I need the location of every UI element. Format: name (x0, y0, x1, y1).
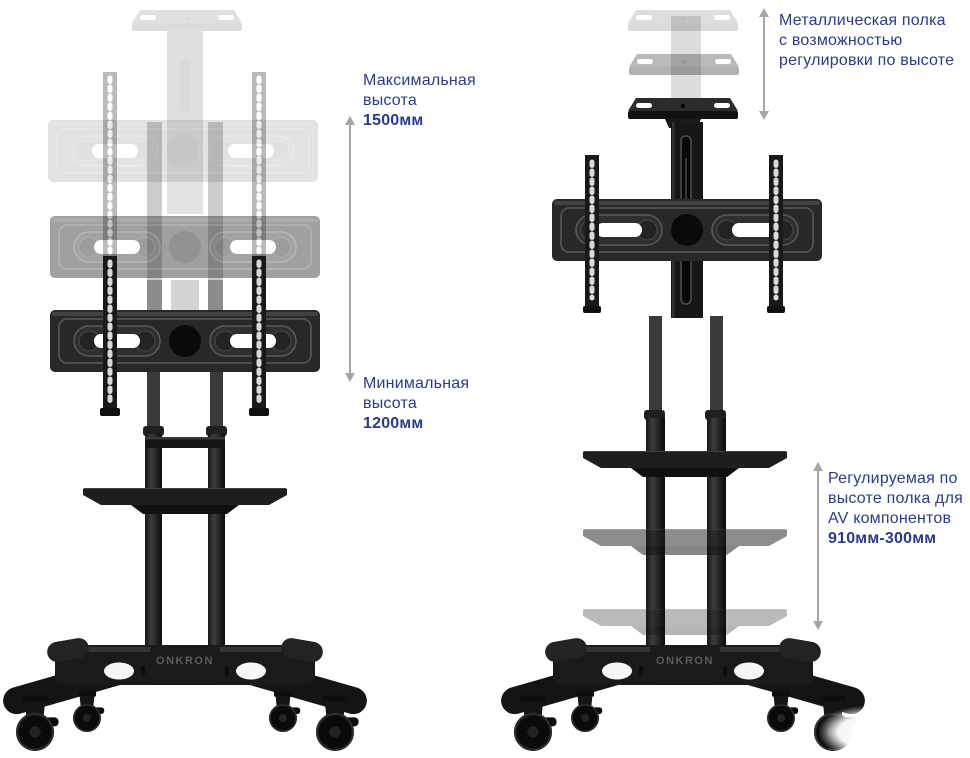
top-shelf-annotation: Металлическая полка с возможностью регул… (779, 11, 954, 71)
support-columns-right (644, 316, 726, 660)
av-shelf-high-position (583, 451, 787, 477)
tv-cart-left: ONKRON (0, 10, 370, 751)
top-shelf-adjust-arrow (759, 8, 769, 120)
annotation-line: Минимальная (363, 375, 470, 392)
av-shelf-adjust-arrow (813, 462, 823, 630)
ghost-vesa-rails (103, 72, 266, 256)
max-height-value: 1500мм (363, 112, 424, 129)
ghost-av-shelf-mid-position (583, 529, 787, 555)
ghost-top-shelf-mid (629, 54, 739, 75)
av-shelf-range-value: 910мм-300мм (828, 530, 937, 547)
min-height-value: 1200мм (363, 415, 424, 432)
ghost-top-shelf-high (628, 10, 738, 31)
annotation-line: высота (363, 395, 417, 412)
vesa-rails-right (583, 155, 785, 313)
max-height-annotation: Максимальная высота 1500мм (363, 71, 476, 131)
onkron-logo-right: ONKRON (656, 655, 714, 667)
tv-cart-right: ONKRON (498, 10, 868, 751)
av-shelf-left (83, 488, 287, 514)
annotation-line: высоте полка для (828, 490, 963, 507)
av-shelf-annotation: Регулируемая по высоте полка для AV комп… (828, 469, 963, 549)
onkron-logo-left: ONKRON (156, 655, 214, 667)
ghost-tv-bracket-mid-height (49, 215, 321, 279)
photo-blur-artifact (818, 706, 908, 758)
annotation-line: высота (363, 92, 417, 109)
ghost-tv-bracket-max-height (47, 119, 319, 183)
vesa-rails-left (100, 256, 269, 416)
annotation-line: Максимальная (363, 72, 476, 89)
tv-bracket-min-height (49, 309, 321, 373)
min-height-annotation: Минимальная высота 1200мм (363, 374, 469, 434)
ghost-top-shelf-bracket (132, 10, 242, 122)
top-shelf (628, 98, 738, 119)
annotation-line: Металлическая полка (779, 12, 946, 29)
support-columns-left (143, 372, 227, 662)
annotation-line: с возможностью (779, 32, 903, 49)
height-range-arrow (345, 116, 355, 382)
annotation-line: Регулируемая по (828, 470, 958, 487)
annotation-line: регулировки по высоте (779, 52, 955, 69)
annotation-line: AV компонентов (828, 510, 952, 527)
ghost-av-shelf-low-position (583, 609, 787, 635)
